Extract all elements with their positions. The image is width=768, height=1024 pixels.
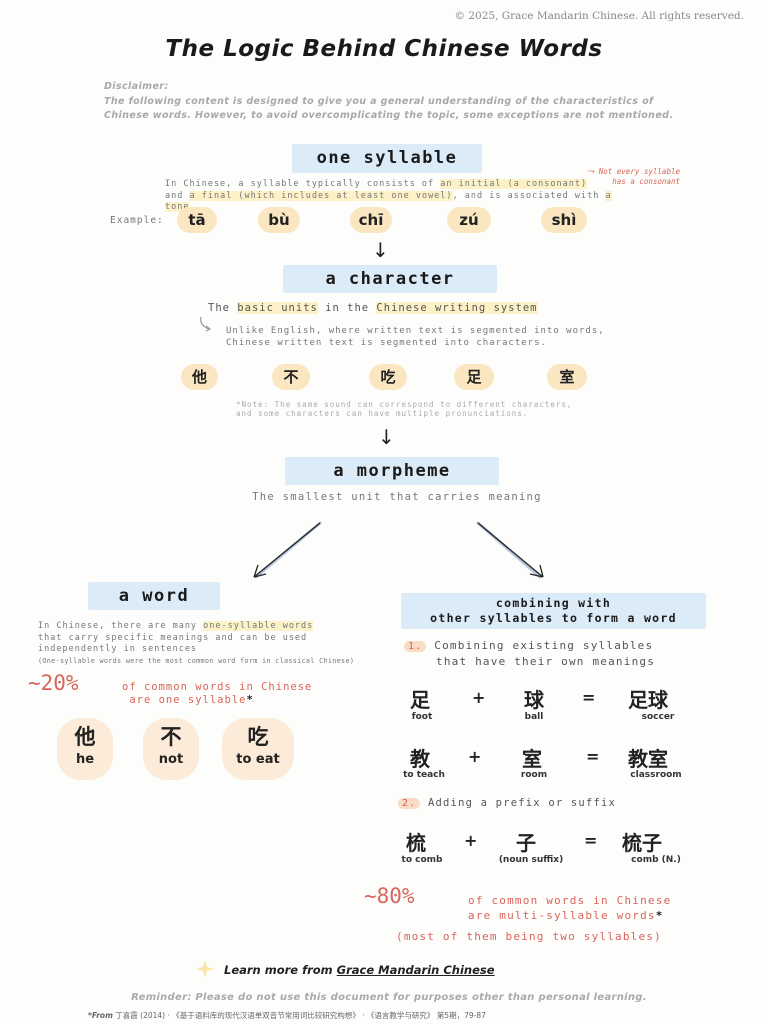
gloss: to teach	[403, 770, 445, 780]
plus-sign: +	[468, 747, 482, 766]
pinyin-pill: bù	[258, 207, 300, 233]
source-citation: *From 丁喜霞 (2014) · 《基于语料库的现代汉语单双音节常用词比较研…	[88, 1011, 486, 1020]
combining-point-2: 2. Adding a prefix or suffix	[398, 797, 616, 809]
brand-link[interactable]: Grace Mandarin Chinese	[336, 963, 495, 977]
character-heading: a character	[283, 265, 497, 293]
reminder: Reminder: Please do not use this documen…	[131, 992, 647, 1003]
morpheme-char: 室	[522, 747, 542, 771]
word-example-en: not	[158, 752, 184, 767]
learn-more: Learn more from Grace Mandarin Chinese	[224, 963, 495, 977]
morpheme-char: 子	[516, 831, 536, 855]
word-example-en: to eat	[236, 752, 280, 767]
word-percentage-text: of common words in Chinese are one sylla…	[122, 681, 313, 706]
syllable-side-note: ⤳ Not every syllable has a consonant	[587, 167, 680, 186]
character-note: Unlike English, where written text is se…	[226, 326, 605, 348]
arrow-right-down-icon	[476, 521, 544, 579]
word-result: 教室	[628, 747, 668, 771]
word-example-circle: 不 not	[143, 718, 199, 780]
page-title: The Logic Behind Chinese Words	[165, 36, 603, 62]
word-description: In Chinese, there are many one-syllable …	[38, 621, 355, 665]
arrow-down-icon: ↓	[378, 425, 395, 449]
disclaimer-line-2: Chinese words. However, to avoid overcom…	[104, 110, 674, 121]
character-pill: 足	[454, 364, 494, 390]
pinyin-pill: chī	[350, 207, 392, 233]
disclaimer: Disclaimer: The following content is des…	[104, 80, 704, 124]
combining-percentage-text: of common words in Chinese are multi-syl…	[468, 894, 672, 922]
plus-sign: +	[464, 831, 478, 850]
disclaimer-heading: Disclaimer:	[104, 81, 169, 92]
syllable-heading: one syllable	[292, 144, 482, 173]
combining-percentage: ~80%	[364, 884, 415, 908]
arrow-down-icon: ↓	[372, 238, 389, 262]
morpheme-heading: a morpheme	[285, 457, 499, 485]
word-example-circle: 吃 to eat	[222, 718, 294, 780]
pinyin-pill: shì	[541, 207, 587, 233]
gloss: room	[520, 770, 548, 780]
character-pill: 不	[272, 364, 310, 390]
character-description: The basic units in the Chinese writing s…	[208, 302, 538, 314]
curved-arrow-icon	[197, 315, 215, 337]
combining-point-1: 1. Combining existing syllables that hav…	[404, 638, 655, 669]
word-example-en: he	[75, 752, 95, 767]
gloss: (noun suffix)	[498, 855, 564, 865]
sparkle-icon	[196, 960, 214, 982]
gloss: classroom	[630, 770, 682, 780]
word-example-zh: 吃	[247, 725, 269, 749]
example-label: Example:	[110, 215, 164, 226]
equation-row: 教 to teach + 室 room = 教室 classroom	[396, 743, 716, 783]
character-pill: 他	[181, 364, 218, 390]
character-pill: 室	[547, 364, 587, 390]
gloss: foot	[411, 712, 433, 722]
equals-sign: =	[584, 831, 598, 850]
morpheme-char: 梳	[406, 831, 426, 855]
word-example-zh: 他	[74, 725, 96, 749]
plus-sign: +	[472, 688, 486, 707]
pinyin-pill: tā	[177, 207, 217, 233]
word-result: 足球	[628, 688, 668, 712]
equals-sign: =	[586, 747, 600, 766]
morpheme-char: 球	[524, 688, 544, 712]
word-heading: a word	[88, 582, 220, 610]
morpheme-char: 教	[410, 747, 430, 771]
syllable-description: In Chinese, a syllable typically consist…	[165, 179, 612, 212]
morpheme-description: The smallest unit that carries meaning	[252, 491, 542, 503]
equation-row: 足 foot + 球 ball = 足球 soccer	[396, 684, 716, 724]
character-pill: 吃	[369, 364, 407, 390]
character-footnote: *Note: The same sound can correspond to …	[236, 400, 573, 418]
copyright-notice: © 2025, Grace Mandarin Chinese. All righ…	[454, 10, 744, 22]
combining-percentage-note: (most of them being two syllables)	[396, 930, 662, 943]
combining-heading: combining with other syllables to form a…	[401, 593, 706, 629]
word-example-circle: 他 he	[57, 718, 113, 780]
morpheme-char: 足	[410, 688, 430, 712]
pinyin-pill: zú	[447, 207, 491, 233]
word-result: 梳子	[622, 831, 662, 855]
word-example-zh: 不	[160, 725, 182, 749]
arrow-left-down-icon	[253, 521, 322, 579]
word-percentage: ~20%	[28, 671, 79, 695]
branch-arrows	[253, 521, 544, 579]
gloss: to comb	[401, 855, 443, 865]
gloss: soccer	[641, 712, 675, 722]
disclaimer-line-1: The following content is designed to giv…	[104, 95, 654, 107]
gloss: ball	[524, 712, 544, 722]
equals-sign: =	[582, 688, 596, 707]
equation-row: 梳 to comb + 子 (noun suffix) = 梳子 comb (N…	[396, 827, 716, 867]
gloss: comb (N.)	[631, 855, 681, 865]
